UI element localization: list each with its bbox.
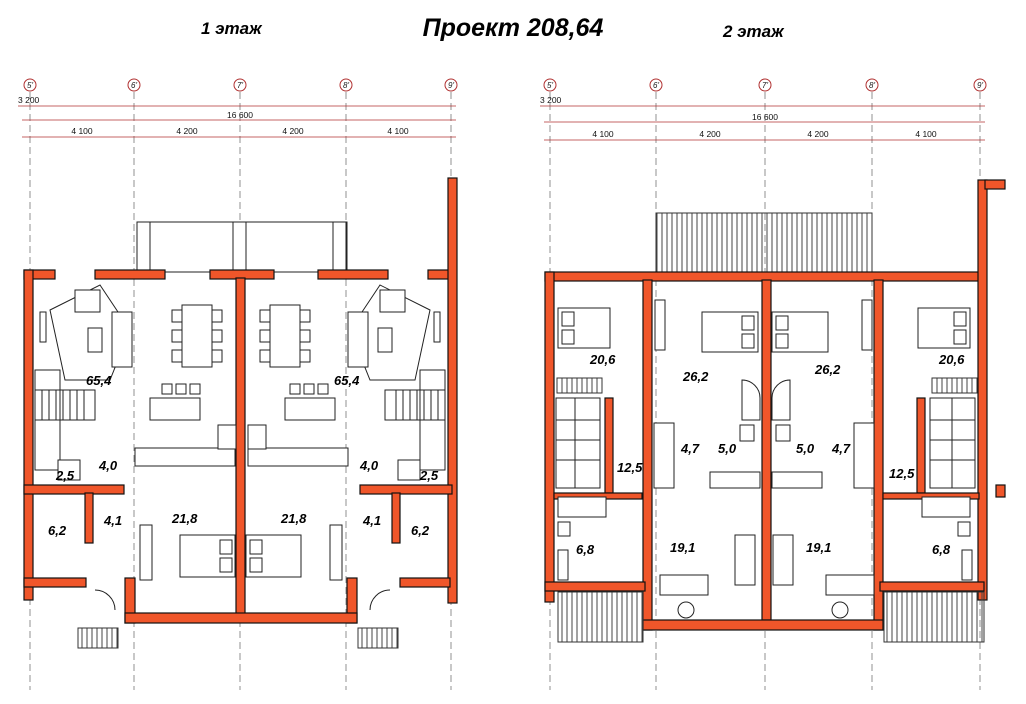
room-area: 26,2 <box>682 369 709 384</box>
room-area: 20,6 <box>589 352 616 367</box>
floor1-furniture <box>39 284 441 649</box>
floor2-dimensions: 3 200 16 600 4 100 4 200 4 200 4 100 <box>540 95 985 141</box>
axis-marker <box>127 78 141 92</box>
axis-label: 6' <box>131 81 137 90</box>
axis-label: 8' <box>869 81 875 90</box>
room-area: 26,2 <box>814 362 841 377</box>
room-area: 4,0 <box>359 458 379 473</box>
axis-label: 5' <box>27 81 33 90</box>
room-area: 20,6 <box>938 352 965 367</box>
room-area: 4,1 <box>103 513 122 528</box>
room-area: 4,7 <box>831 441 851 456</box>
room-area: 12,5 <box>617 460 643 475</box>
floor1-plan: 5' 6' 7' 8' 9' 3 200 16 600 4 100 4 20 <box>18 78 458 690</box>
dim-overall: 16 600 <box>752 112 778 122</box>
dim-span: 4 100 <box>592 129 614 139</box>
room-area: 19,1 <box>806 540 831 555</box>
axis-marker <box>865 78 879 92</box>
room-area: 4,0 <box>98 458 118 473</box>
room-area: 4,1 <box>362 513 381 528</box>
axis-label: 8' <box>343 81 349 90</box>
floor1-stairs <box>34 369 446 471</box>
floor2-walls <box>544 179 1006 631</box>
axis-marker <box>758 78 772 92</box>
terrace-roof <box>655 212 873 274</box>
dim-overall: 16 600 <box>227 110 253 120</box>
axis-label: 5' <box>547 81 553 90</box>
axis-label: 7' <box>762 81 768 90</box>
floor2-furniture <box>557 299 985 643</box>
room-area: 65,4 <box>334 373 360 388</box>
dim-span: 4 100 <box>915 129 937 139</box>
dim-span: 4 200 <box>282 126 304 136</box>
room-area: 12,5 <box>889 466 915 481</box>
axis-marker <box>233 78 247 92</box>
room-area: 6,8 <box>576 542 595 557</box>
axis-marker <box>973 78 987 92</box>
axis-label: 6' <box>653 81 659 90</box>
room-area: 65,4 <box>86 373 112 388</box>
floor2-axes: 5' 6' 7' 8' 9' <box>543 78 987 92</box>
room-area: 2,5 <box>55 468 75 483</box>
room-area: 5,0 <box>796 441 815 456</box>
axis-marker <box>23 78 37 92</box>
floor2-plan: 5' 6' 7' 8' 9' 3 200 16 600 4 100 4 200 … <box>540 78 1006 690</box>
floor2-room-areas: 20,6 26,2 26,2 20,6 4,7 5,0 5,0 4,7 12,5… <box>576 352 965 557</box>
room-area: 6,2 <box>411 523 430 538</box>
room-area: 21,8 <box>280 511 307 526</box>
room-area: 5,0 <box>718 441 737 456</box>
floor1-dimensions: 3 200 16 600 4 100 4 200 4 200 4 100 <box>18 95 456 138</box>
axis-marker <box>444 78 458 92</box>
room-area: 4,7 <box>680 441 700 456</box>
floor1-label: 1 этаж <box>201 19 262 38</box>
room-area: 19,1 <box>670 540 695 555</box>
floor2-stairs <box>555 377 978 489</box>
axis-marker <box>543 78 557 92</box>
room-area: 2,5 <box>419 468 439 483</box>
dim-offset: 3 200 <box>540 95 562 105</box>
axis-marker <box>339 78 353 92</box>
floor2-label: 2 этаж <box>723 22 784 41</box>
plan-title: Проект 208,64 <box>422 14 604 42</box>
room-area: 6,8 <box>932 542 951 557</box>
axis-label: 9' <box>448 81 454 90</box>
axis-label: 7' <box>237 81 243 90</box>
floor1-terrace <box>136 221 348 273</box>
room-area: 21,8 <box>171 511 198 526</box>
dim-span: 4 100 <box>71 126 93 136</box>
dim-offset: 3 200 <box>18 95 40 105</box>
dim-span: 4 200 <box>699 129 721 139</box>
floor1-axes: 5' 6' 7' 8' 9' <box>23 78 458 92</box>
floor1-walls <box>23 177 458 624</box>
dim-span: 4 200 <box>807 129 829 139</box>
dim-span: 4 100 <box>387 126 409 136</box>
floor1-room-areas: 65,4 65,4 4,0 4,0 2,5 2,5 6,2 4,1 21,8 2… <box>48 373 439 538</box>
axis-label: 9' <box>977 81 983 90</box>
room-area: 6,2 <box>48 523 67 538</box>
dim-span: 4 200 <box>176 126 198 136</box>
axis-marker <box>649 78 663 92</box>
